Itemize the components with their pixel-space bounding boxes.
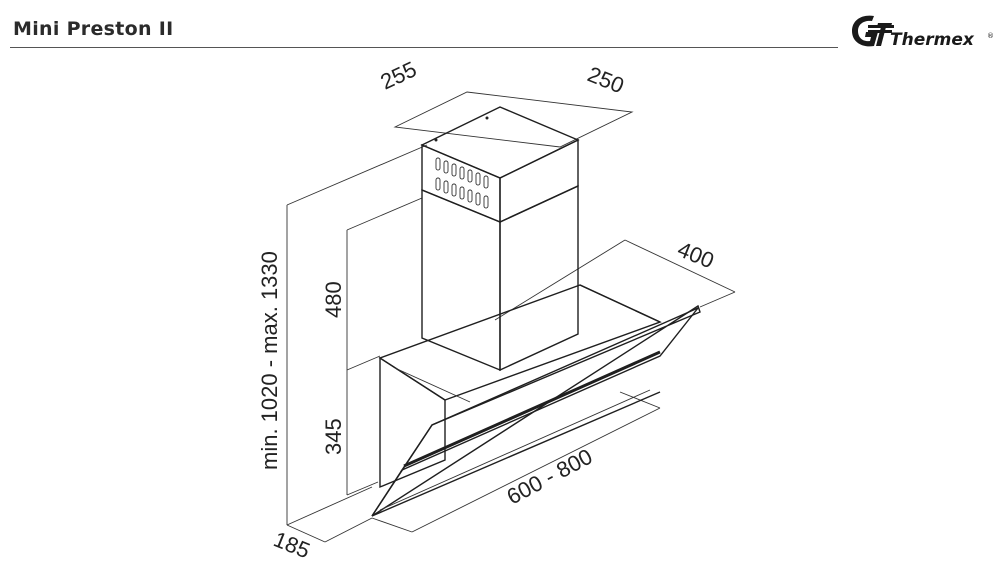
thermex-logo: Thermex ® (852, 15, 994, 50)
dim-label-chimney-top-depth: 255 (377, 56, 421, 94)
dim-label-total-height: min. 1020 - max. 1330 (257, 251, 282, 470)
thermex-wordmark: Thermex (890, 30, 975, 50)
dim-label-hood-depth: 400 (674, 236, 717, 273)
chimney-lower-shaft (421, 184, 579, 372)
page-title: Mini Preston II (13, 18, 174, 40)
chimney-top-box (420, 106, 580, 224)
registered-mark: ® (987, 32, 994, 40)
chimney-vent-slots (435, 157, 489, 209)
dim-label-hood-height: 345 (321, 418, 346, 455)
dim-label-chimney-height: 480 (321, 281, 346, 318)
hood-glass-panel (371, 304, 701, 517)
hood-body (378, 284, 662, 489)
dimension-lines (286, 91, 736, 543)
header-divider (10, 47, 838, 48)
thermex-logo-mark (852, 15, 894, 47)
dim-label-chimney-top-width: 250 (584, 61, 627, 98)
dim-label-base-depth: 185 (270, 526, 313, 563)
